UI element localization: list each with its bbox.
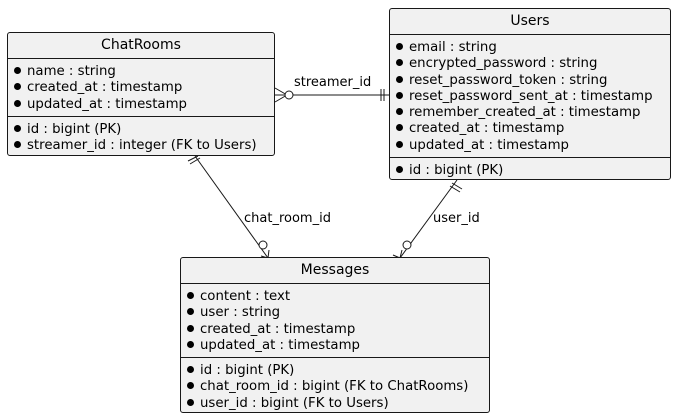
attribute-row: updated_at : timestamp bbox=[14, 97, 274, 113]
bullet-icon bbox=[14, 67, 21, 74]
one-tick-chatrooms-a bbox=[187, 155, 199, 162]
users-entity: Users email : string encrypted_password … bbox=[389, 8, 671, 180]
bullet-icon bbox=[14, 99, 21, 107]
user-label: user_id bbox=[433, 211, 480, 226]
chatrooms-entity: ChatRooms name : string created_at : tim… bbox=[7, 32, 275, 156]
attribute-row: updated_at : timestamp bbox=[187, 338, 489, 354]
entity-title: Messages bbox=[300, 262, 370, 278]
attribute-row: email : string bbox=[396, 40, 670, 56]
attribute-row: content : text bbox=[187, 289, 489, 305]
bullet-icon bbox=[396, 140, 403, 148]
key-row: id : bigint (PK) bbox=[14, 122, 274, 138]
attribute-row: reset_password_token : string bbox=[396, 73, 670, 89]
bullet-icon bbox=[14, 124, 21, 132]
key-section: id : bigint (PK) chat_room_id : bigint (… bbox=[181, 357, 489, 415]
bullet-icon bbox=[187, 382, 194, 390]
key-row: streamer_id : integer (FK to Users) bbox=[14, 138, 274, 154]
attribute-row: created_at : timestamp bbox=[187, 322, 489, 338]
key-row: user_id : bigint (FK to Users) bbox=[187, 396, 489, 412]
bullet-icon bbox=[396, 43, 403, 50]
streamer-label: streamer_id bbox=[294, 75, 371, 90]
bullet-icon bbox=[396, 91, 403, 99]
bullet-icon bbox=[14, 83, 21, 91]
key-row: chat_room_id : bigint (FK to ChatRooms) bbox=[187, 379, 489, 395]
one-tick-chatrooms-b bbox=[189, 157, 201, 165]
chat-room-label: chat_room_id bbox=[244, 211, 331, 226]
bullet-icon bbox=[396, 166, 403, 174]
attribute-row: created_at : timestamp bbox=[14, 80, 274, 96]
bullet-icon bbox=[187, 366, 194, 374]
optional-circle-messages-b bbox=[402, 240, 412, 250]
attribute-row: encrypted_password : string bbox=[396, 56, 670, 72]
attribute-section: email : string encrypted_password : stri… bbox=[390, 34, 670, 157]
bullet-icon bbox=[396, 124, 403, 132]
attribute-row: remember_created_at : timestamp bbox=[396, 105, 670, 121]
bullet-icon bbox=[187, 292, 194, 299]
bullet-icon bbox=[396, 108, 403, 116]
one-tick-users-c bbox=[451, 182, 463, 190]
attribute-row: created_at : timestamp bbox=[396, 121, 670, 137]
entity-title: Users bbox=[510, 13, 550, 29]
key-section: id : bigint (PK) streamer_id : integer (… bbox=[8, 115, 274, 158]
attribute-row: reset_password_sent_at : timestamp bbox=[396, 89, 670, 105]
attribute-row: updated_at : timestamp bbox=[396, 138, 670, 154]
key-row: id : bigint (PK) bbox=[187, 363, 489, 379]
attribute-row: user : string bbox=[187, 305, 489, 321]
key-row: id : bigint (PK) bbox=[396, 163, 670, 179]
attribute-section: content : text user : string created_at … bbox=[181, 283, 489, 357]
one-tick-users-d bbox=[449, 185, 461, 193]
chat-room-relationship-line bbox=[194, 155, 269, 259]
optional-circle-messages-a bbox=[258, 240, 268, 250]
optional-circle-chatrooms bbox=[284, 90, 294, 100]
bullet-icon bbox=[187, 308, 194, 316]
bullet-icon bbox=[187, 398, 194, 406]
messages-entity: Messages content : text user : string cr… bbox=[180, 257, 490, 413]
attribute-section: name : string created_at : timestamp upd… bbox=[8, 58, 274, 116]
bullet-icon bbox=[187, 324, 194, 332]
attribute-row: name : string bbox=[14, 64, 274, 80]
key-section: id : bigint (PK) bbox=[390, 157, 670, 182]
bullet-icon bbox=[396, 59, 403, 67]
bullet-icon bbox=[396, 75, 403, 83]
bullet-icon bbox=[187, 340, 194, 348]
bullet-icon bbox=[14, 141, 21, 149]
entity-title: ChatRooms bbox=[101, 37, 181, 53]
